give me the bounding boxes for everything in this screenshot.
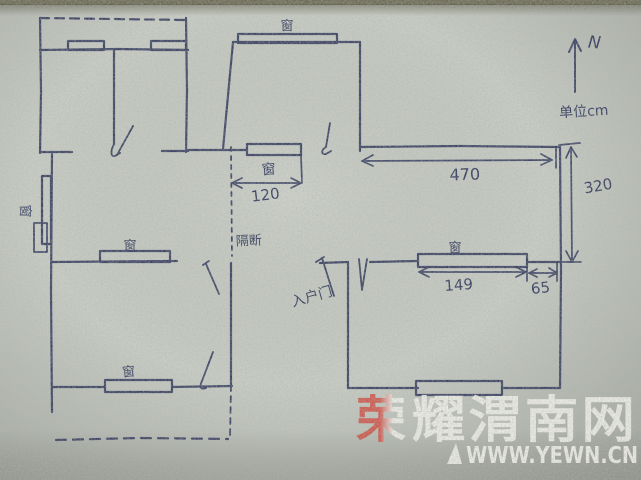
photo-grain-overlay <box>0 0 641 480</box>
floorplan-photo: 窗 窗 120 窗 窗 隔断 窗 入户门 窗 149 65 470 320 N … <box>0 0 641 480</box>
floorplan-sketch: 窗 窗 120 窗 窗 隔断 窗 入户门 窗 149 65 470 320 N … <box>0 0 641 480</box>
